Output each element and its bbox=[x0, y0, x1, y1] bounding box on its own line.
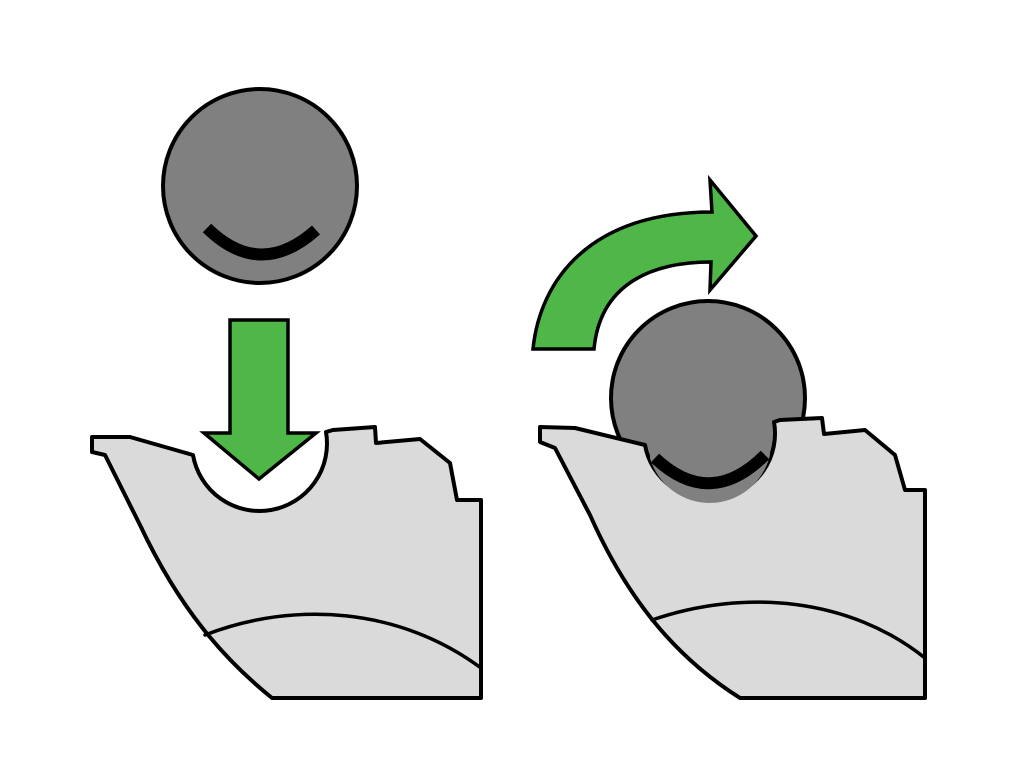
panel-rotate bbox=[531, 174, 927, 700]
housing-inner-ridge-right bbox=[650, 600, 927, 660]
down-arrow-icon bbox=[199, 318, 321, 482]
disc-groove bbox=[202, 223, 320, 261]
disc-above-slot bbox=[161, 87, 359, 285]
seated-disc-groove bbox=[650, 450, 770, 490]
seated-disc-bottom bbox=[650, 448, 770, 503]
housing-with-empty-notch bbox=[90, 425, 483, 700]
housing-inner-ridge bbox=[203, 612, 483, 670]
curved-arrow-icon bbox=[531, 174, 759, 351]
panel-insert bbox=[90, 87, 483, 700]
